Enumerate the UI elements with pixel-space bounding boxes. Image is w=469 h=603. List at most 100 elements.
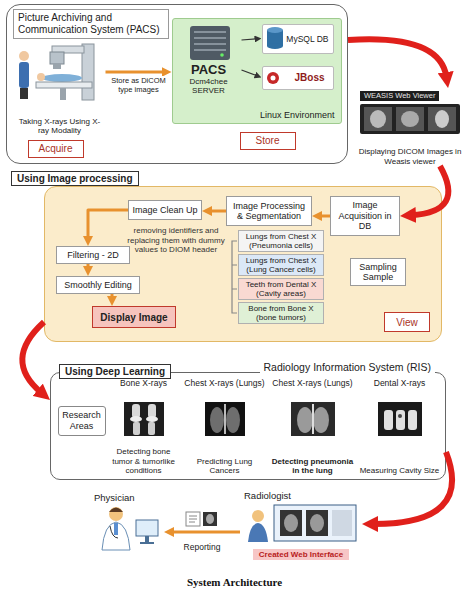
edge-label: Store as DiCOM type images xyxy=(109,76,169,94)
process-box: Sampling Sample xyxy=(350,258,406,286)
figure-caption: Taking X-rays Using X-ray Modality xyxy=(14,117,106,136)
node-text: Chest X-rays (Lungs) xyxy=(184,378,264,388)
chest-xray-image xyxy=(226,407,240,433)
process-box: Image Processing & Segmentation xyxy=(226,196,312,226)
sample-bracket xyxy=(232,241,237,313)
modality-figure: Taking X-rays Using X-ray Modality xyxy=(14,40,106,136)
server-zone: Linux Environment PACSDcm4chee SERVER MySQ… xyxy=(172,18,342,124)
research-figure: Dental X-raysMeasuring Cavity Size xyxy=(360,378,440,476)
bone-xray-image xyxy=(130,416,142,422)
chest-xray-image xyxy=(312,404,314,434)
process-box: Smoothly Editing xyxy=(56,276,140,294)
xray-modality-icon xyxy=(20,88,28,99)
bone-xray-image xyxy=(132,404,140,418)
dental-xray-image xyxy=(398,414,402,418)
node-text: MySQL DB xyxy=(286,34,328,44)
bone-xray-image xyxy=(148,404,156,418)
node-text: Filtering - 2D xyxy=(67,250,119,261)
research-figure: Bone X-raysDetecting bone tumor & tumorl… xyxy=(108,378,180,476)
node-text: WEASIS Web Viewer xyxy=(360,91,439,101)
section-heading: Picture Archiving and Communication Syst… xyxy=(13,9,169,39)
app-server-box: JBoss xyxy=(262,66,334,90)
node-text: View xyxy=(396,317,418,328)
dental-xray-image xyxy=(384,410,393,430)
chest-xray-image xyxy=(224,404,226,434)
report-icon xyxy=(206,514,214,524)
radiologist-workstation xyxy=(252,510,264,522)
chest-xray-image xyxy=(291,402,335,436)
viewer-screenshot xyxy=(401,111,419,127)
node-text: Linux Environment xyxy=(260,110,335,120)
section-heading: Radiology Information System (RIS) xyxy=(260,360,435,374)
bone-xray-image xyxy=(124,402,164,436)
server-icon xyxy=(194,32,226,50)
node-text: Teeth from Dental X (Cavity areas) xyxy=(241,280,321,298)
node-text: Detecting bone tumor & tumorlike conditi… xyxy=(108,447,180,476)
dental-xray-image xyxy=(378,402,422,436)
section-heading: Using Deep Learning xyxy=(59,364,171,379)
report-icon xyxy=(203,512,217,526)
flow-arrow xyxy=(319,215,330,218)
node-text: Display Image xyxy=(100,312,167,323)
process-box: Image Clean Up xyxy=(128,200,202,220)
viewer-screenshot xyxy=(435,110,449,128)
process-box: Filtering - 2D xyxy=(56,246,130,264)
edge-label-holder: Reporting xyxy=(172,536,232,554)
dental-xray-image xyxy=(396,410,405,430)
radiologist-workstation xyxy=(306,510,328,536)
physician-icon xyxy=(114,523,118,535)
node-text: Image Clean Up xyxy=(132,205,197,216)
process-box: Image Acquisition in DB xyxy=(330,196,400,236)
node-text: Image Processing & Segmentation xyxy=(230,201,308,222)
radiologist-workstation xyxy=(248,523,268,542)
node-text: Radiologist xyxy=(244,490,291,501)
viewer-screenshot xyxy=(428,107,456,131)
xray-modality-icon xyxy=(60,88,66,100)
node-text: Bone X-rays xyxy=(120,378,167,388)
stage-arrow xyxy=(348,39,446,77)
app-server-icon xyxy=(267,72,279,84)
flow-arrow xyxy=(88,210,128,239)
radiologist-workstation xyxy=(332,510,352,536)
server-figure: PACSDcm4chee SERVER xyxy=(176,22,242,110)
xray-modality-icon xyxy=(19,51,29,61)
section-heading: Using Image processing xyxy=(11,171,139,186)
edge-label: Reporting xyxy=(183,542,222,552)
viewer-screenshot xyxy=(360,104,460,134)
flow-arrow xyxy=(171,531,240,534)
node-text: Lungs from Chest X (Pneumonia cells) xyxy=(241,232,321,250)
section-panel: Picture Archiving and Communication Syst… xyxy=(6,4,348,164)
xray-modality-icon xyxy=(82,44,94,100)
stage-arrow xyxy=(411,166,448,215)
node-text: JBoss xyxy=(294,72,324,83)
sample-box: Teeth from Dental X (Cavity areas) xyxy=(238,278,324,300)
sample-bracket xyxy=(232,241,237,313)
app-server-icon xyxy=(267,72,279,84)
bone-xray-image xyxy=(133,422,140,435)
radiologist-workstation xyxy=(310,514,324,532)
physician-icon xyxy=(109,508,123,513)
sample-box: Lungs from Chest X (Pneumonia cells) xyxy=(238,230,324,252)
sample-box: Lungs from Chest X (Lung Cancer cells) xyxy=(238,254,324,276)
xray-modality-icon xyxy=(19,44,94,100)
database-icon xyxy=(267,30,283,46)
figure-caption: System Architecture xyxy=(187,576,282,588)
node-text: Displaying DICOM Images in Weasis viewer xyxy=(356,147,464,166)
physician-icon xyxy=(109,507,123,521)
link-arrow xyxy=(242,39,257,40)
viewer-figure: WEASIS Web ViewerDisplaying DICOM Images… xyxy=(356,88,464,166)
node-text: Bone from Bone X (bone tumors) xyxy=(241,304,321,322)
stage-arrow xyxy=(22,322,44,393)
flow-arrow xyxy=(87,264,90,269)
person-figure: RadiologistCreated Web Interface xyxy=(240,490,362,560)
node-text: Dental X-rays xyxy=(374,378,426,388)
section-panel: Using Deep LearningRadiology Information… xyxy=(50,372,446,480)
xray-modality-icon xyxy=(52,46,84,53)
dental-xray-image xyxy=(408,410,417,430)
node-text: Acquire xyxy=(39,143,73,154)
database-icon xyxy=(267,27,283,33)
database-icon xyxy=(267,27,283,49)
bone-xray-image xyxy=(146,416,158,422)
xray-modality-icon xyxy=(19,62,29,88)
